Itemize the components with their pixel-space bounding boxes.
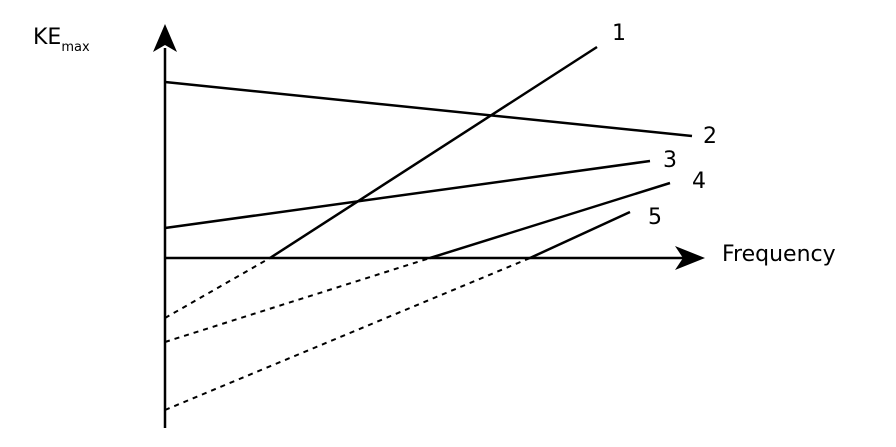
line-4-label: 4 <box>692 169 706 194</box>
line-4-solid <box>429 181 671 260</box>
line-1-label: 1 <box>612 21 626 46</box>
line-2-solid <box>164 80 693 138</box>
line-4-dashed <box>164 257 431 343</box>
y-axis-label-subscript: max <box>61 40 90 55</box>
line-3-label: 3 <box>663 148 677 173</box>
y-axis-label: KEmax <box>33 25 90 55</box>
line-1-dashed <box>164 257 271 319</box>
x-axis-arrowhead-icon <box>675 246 705 270</box>
line-5-dashed <box>164 257 531 411</box>
line-5-solid <box>529 210 631 260</box>
y-axis-label-main: KE <box>33 25 61 50</box>
line-3-solid <box>164 159 651 230</box>
y-axis-arrowhead-icon <box>153 24 177 52</box>
line-2-label: 2 <box>703 124 717 149</box>
line-5-label: 5 <box>648 205 662 230</box>
line-1-solid <box>269 45 598 260</box>
x-axis-label: Frequency <box>722 242 836 267</box>
